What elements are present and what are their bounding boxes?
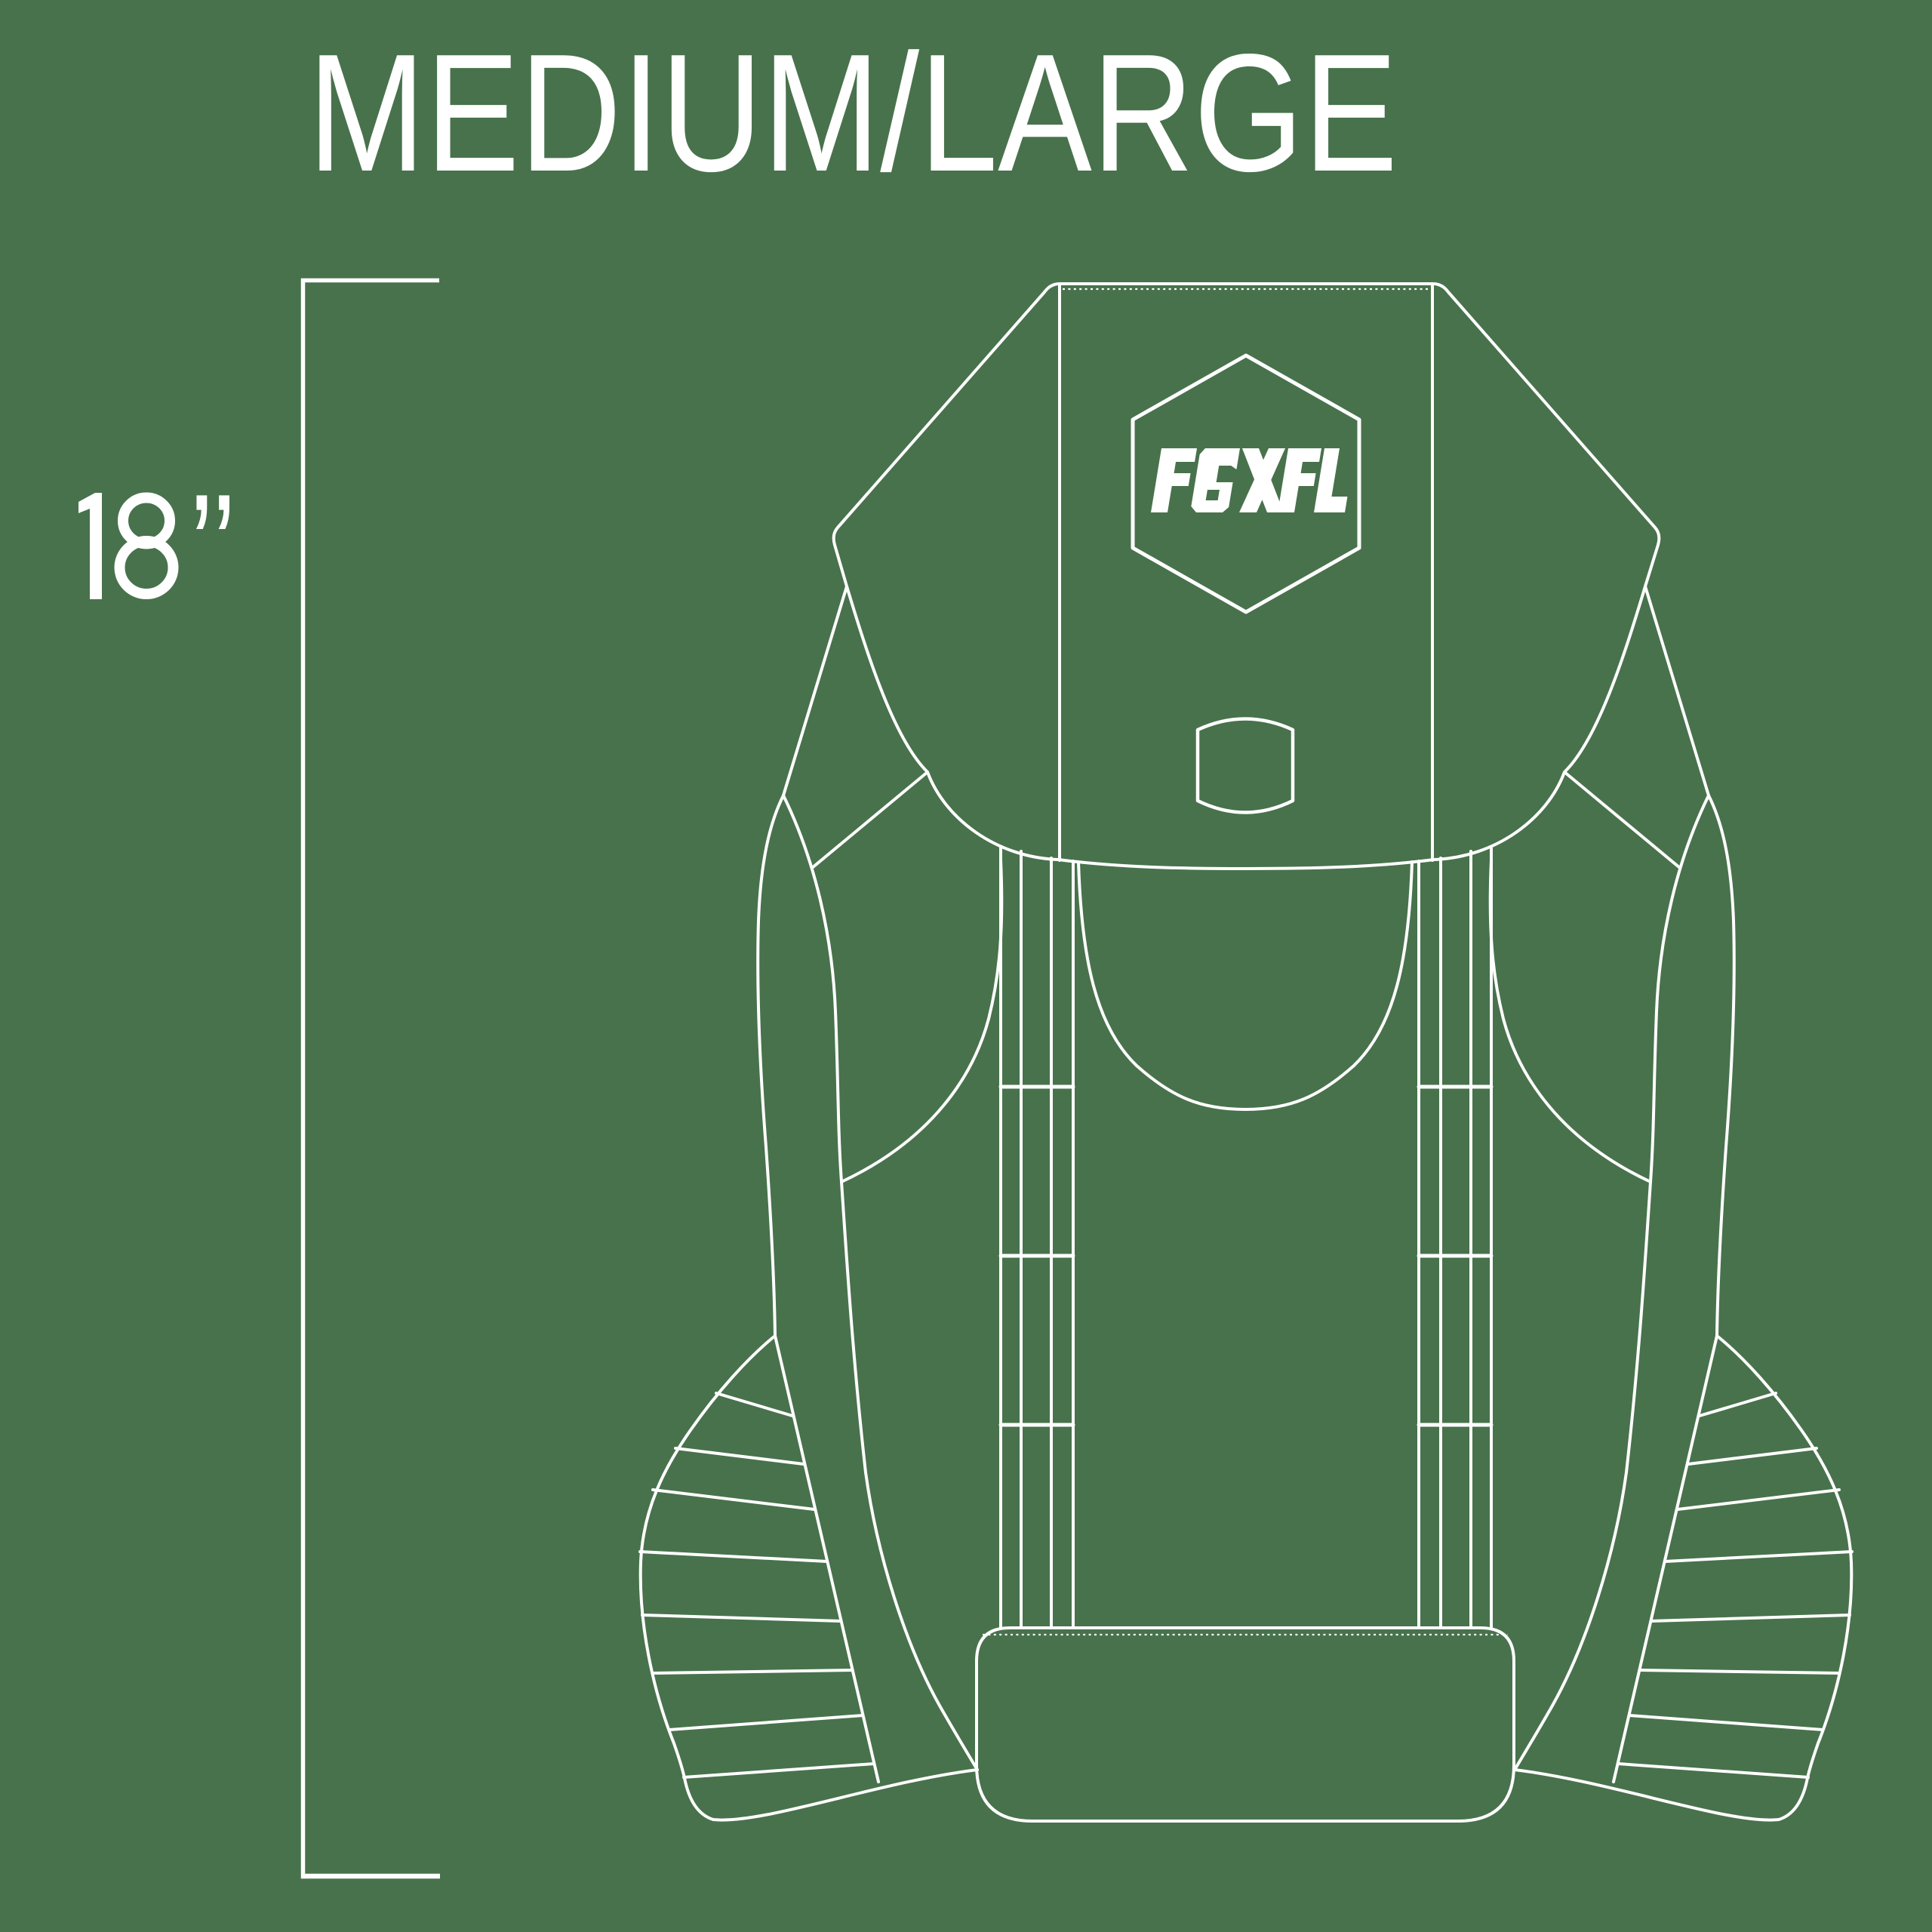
svg-text:’’: ’’: [189, 463, 236, 632]
svg-text:MEDIUM/LARGE: MEDIUM/LARGE: [308, 20, 1398, 207]
